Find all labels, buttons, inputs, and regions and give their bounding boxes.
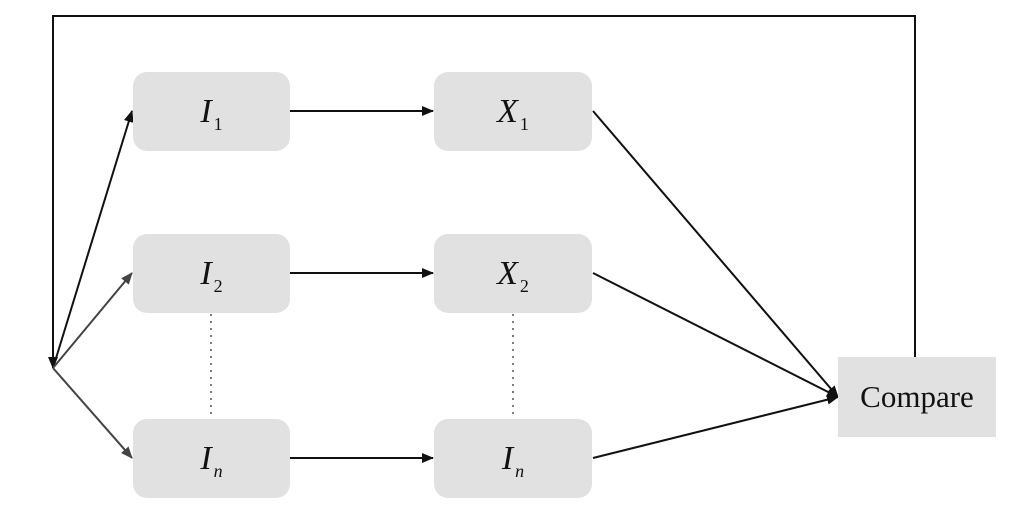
edge-in-to-compare: [592, 394, 839, 459]
edge-x1-to-compare: [592, 110, 839, 398]
edge-split-to-i1: [52, 110, 134, 369]
node-i1-subscript: 1: [213, 114, 223, 134]
node-x2-label: X: [497, 254, 518, 292]
node-i2-label: I: [200, 254, 212, 292]
edge-split-to-in: [52, 367, 133, 459]
edge-x2-to-compare: [592, 272, 839, 398]
feedback-loop-line: [48, 15, 916, 369]
edge-split-to-i2: [52, 272, 133, 369]
node-in-right-subscript: n: [515, 461, 525, 481]
compare-box: Compare: [838, 357, 996, 437]
node-i2-subscript: 2: [213, 276, 223, 296]
node-in-right-label: I: [501, 439, 514, 477]
node-in-left-subscript: n: [213, 461, 223, 481]
node-i1-label: I: [200, 92, 212, 130]
node-in-left-label: I: [200, 439, 212, 477]
node-x1-label: X: [497, 92, 518, 130]
compare-label: Compare: [860, 379, 974, 414]
node-x1-subscript: 1: [519, 114, 529, 134]
node-x2-subscript: 2: [519, 276, 529, 296]
